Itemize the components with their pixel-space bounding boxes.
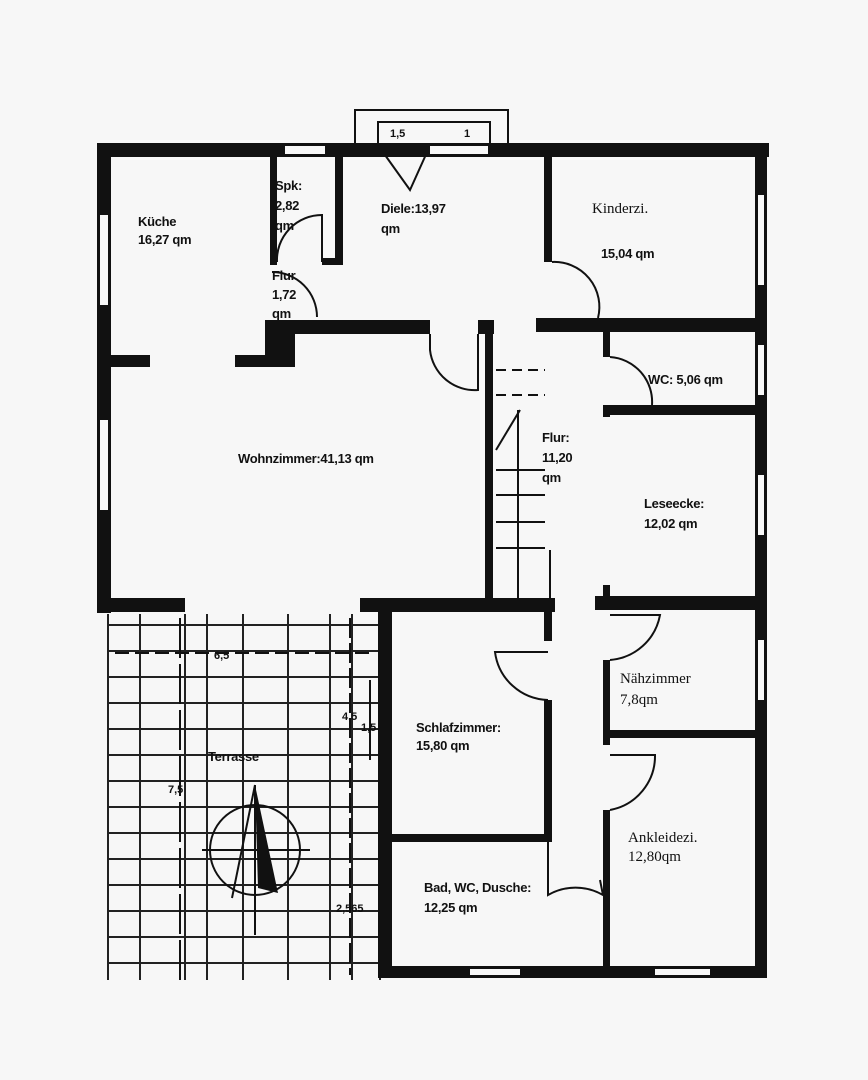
room-spk-unit: qm	[275, 218, 294, 233]
room-wc-label: WC: 5,06 qm	[648, 372, 723, 387]
room-flur-unit: qm	[542, 470, 561, 485]
dimension-entrance-door: 1	[464, 128, 470, 140]
dimension-terrace-depth: 7,5	[168, 784, 183, 796]
room-kinderzi-area: 15,04 qm	[601, 246, 654, 261]
room-leseecke-name: Leseecke:	[644, 496, 704, 511]
dimension-terrace-width: 6,5	[214, 650, 229, 662]
terrace-grid	[107, 614, 381, 980]
room-schlafzimmer-name: Schlafzimmer:	[416, 720, 501, 735]
dimension-entrance-width: 1,5	[390, 128, 405, 140]
room-kinderzi-name: Kinderzi.	[592, 201, 648, 217]
dimension-terrace-1-5: 1,5	[361, 722, 376, 734]
room-diele-name: Diele:13,97	[381, 201, 446, 216]
room-spk-name: Spk:	[275, 178, 302, 193]
dimension-terrace-4-5: 4,5	[342, 711, 357, 723]
doors	[271, 213, 662, 897]
north-arrow-icon	[202, 784, 310, 935]
room-schlafzimmer-area: 15,80 qm	[416, 738, 469, 753]
room-kueche-name: Küche	[138, 214, 176, 229]
staircase	[495, 369, 551, 598]
room-bad-area: 12,25 qm	[424, 900, 477, 915]
room-diele-area: qm	[381, 221, 400, 236]
room-flur-name: Flur:	[542, 430, 569, 445]
dimension-terrace-2-565: 2,565	[336, 903, 364, 915]
room-naehzimmer-area: 7,8qm	[620, 692, 658, 708]
room-leseecke-area: 12,02 qm	[644, 516, 697, 531]
room-flur-small-area: 1,72	[272, 287, 296, 302]
room-flur-area: 11,20	[542, 450, 572, 465]
room-spk-area: 2,82	[275, 198, 299, 213]
room-naehzimmer-name: Nähzimmer	[620, 671, 691, 687]
room-labels: Küche 16,27 qm Spk: 2,82 qm Flur 1,72 qm…	[138, 178, 723, 915]
room-wohnzimmer-label: Wohnzimmer:41,13 qm	[238, 451, 374, 466]
room-terrasse-label: Terrasse	[208, 749, 259, 764]
room-flur-small-unit: qm	[272, 306, 291, 321]
dimension-lines: 6,5 4,5 1,5 7,5 2,565	[115, 618, 376, 985]
room-ankleidezi-area: 12,80qm	[628, 849, 681, 865]
room-bad-name: Bad, WC, Dusche:	[424, 880, 531, 895]
room-ankleidezi-name: Ankleidezi.	[628, 830, 698, 846]
walls	[97, 143, 769, 978]
room-flur-small-name: Flur	[272, 268, 296, 283]
room-kueche-area: 16,27 qm	[138, 232, 191, 247]
